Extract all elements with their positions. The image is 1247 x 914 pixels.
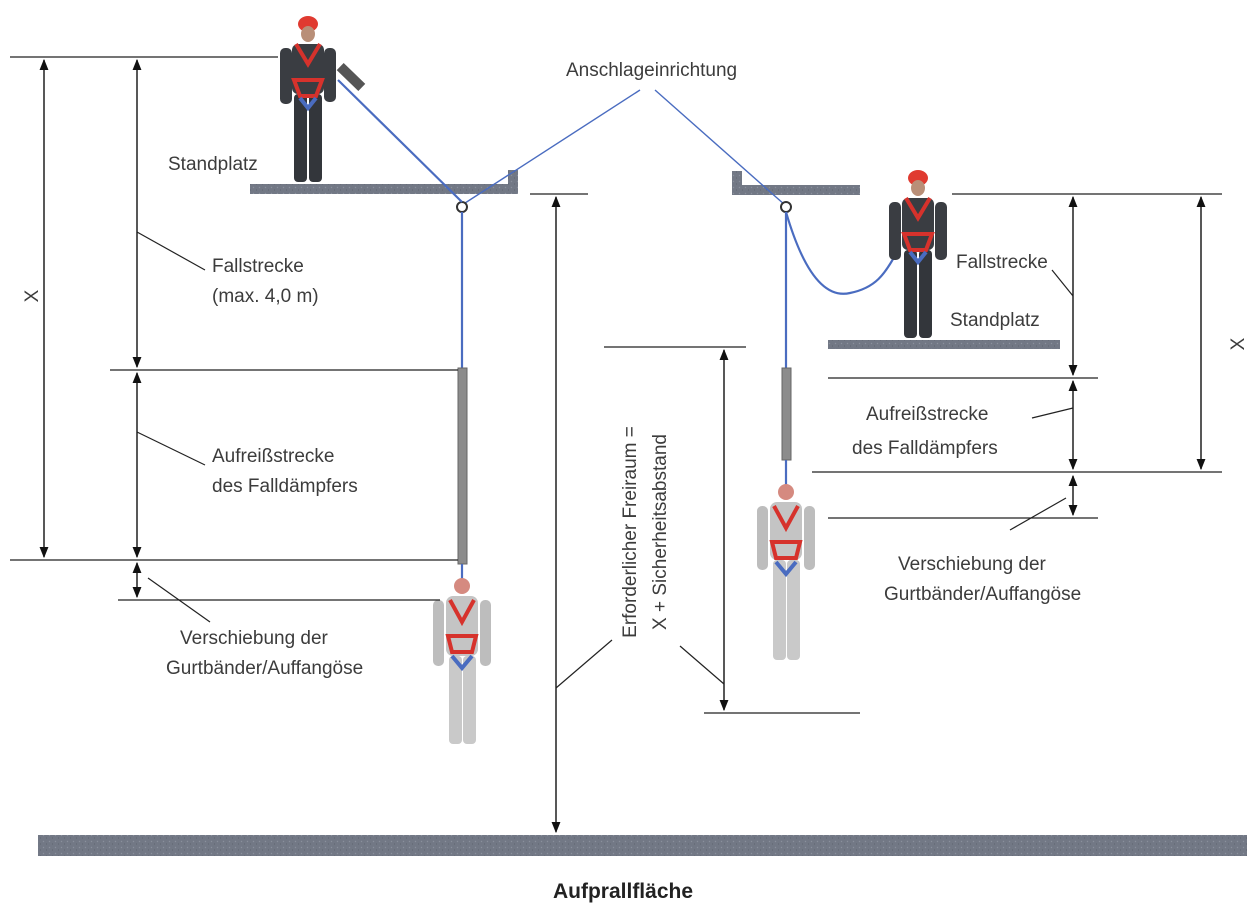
worker-fallen-left: [433, 578, 491, 744]
worker-standing-left: [280, 16, 336, 182]
fallstrecke-left-sublabel: (max. 4,0 m): [212, 286, 319, 307]
anchor-point-right: [780, 201, 792, 213]
worker-fallen-right: [757, 484, 815, 660]
left-lanyard-standing: [337, 79, 463, 203]
x-right-label: X: [1228, 337, 1247, 350]
right-dimensions: [812, 193, 1222, 531]
anchor-point-left: [456, 201, 468, 213]
freiraum-label-1: Erforderlicher Freiraum =: [620, 426, 641, 638]
right-lower-platform: [828, 340, 1060, 349]
verschiebung-right-label-1: Verschiebung der: [898, 554, 1047, 575]
aufreiss-left-label-2: des Falldämpfers: [212, 476, 358, 497]
aufreiss-right-label-2: des Falldämpfers: [852, 438, 998, 459]
right-energy-absorber-deployed: [781, 367, 792, 461]
anchor-label: Anschlageinrichtung: [566, 60, 737, 81]
impact-surface: [38, 835, 1247, 856]
worker-standing-right: [889, 170, 947, 338]
fallstrecke-left-label: Fallstrecke: [212, 256, 304, 277]
anchor-leader-left: [461, 89, 641, 206]
freiraum-label-2: X + Sicherheitsabstand: [650, 434, 671, 630]
impact-surface-label: Aufprallfläche: [553, 880, 693, 903]
left-energy-absorber-deployed: [457, 367, 468, 565]
left-dimensions: [10, 56, 458, 623]
left-energy-absorber-standing: [336, 62, 366, 92]
freiraum-dimension: [530, 193, 860, 834]
left-platform: [250, 170, 518, 194]
anchor-leader-right: [654, 89, 786, 206]
verschiebung-left-label-2: Gurtbänder/Auffangöse: [166, 658, 363, 679]
verschiebung-right-label-2: Gurtbänder/Auffangöse: [884, 584, 1081, 605]
fallstrecke-right-label: Fallstrecke: [956, 252, 1048, 273]
aufreiss-left-label-1: Aufreißstrecke: [212, 446, 334, 467]
right-upper-platform: [732, 171, 860, 195]
aufreiss-right-label-1: Aufreißstrecke: [866, 404, 988, 425]
standplatz-right-label: Standplatz: [950, 310, 1040, 331]
x-left-label: X: [22, 289, 43, 302]
right-lanyard-standing: [784, 211, 899, 295]
standplatz-left-label: Standplatz: [168, 154, 258, 175]
verschiebung-left-label-1: Verschiebung der: [180, 628, 329, 649]
